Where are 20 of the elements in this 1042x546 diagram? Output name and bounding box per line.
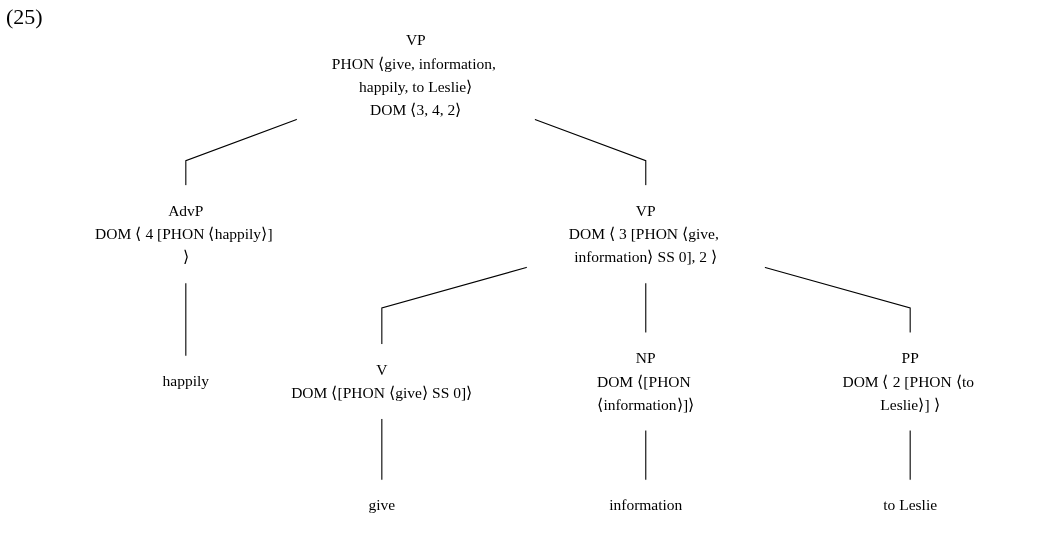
node-text: information: [609, 496, 683, 514]
connector: [381, 266, 528, 346]
node-text: PP DOM ⟨ 2 [PHON ⟨to Leslie⟩] ⟩: [842, 349, 975, 414]
connector: [645, 429, 647, 481]
node-text: AdvP DOM ⟨ 4 [PHON ⟨happily⟩] ⟩: [95, 202, 273, 266]
connector: [381, 417, 383, 481]
node-text: give: [368, 496, 396, 514]
node-text: NP DOM ⟨[PHON ⟨information⟩]⟩: [596, 349, 695, 414]
connector: [909, 429, 911, 481]
node-text: V DOM ⟨[PHON ⟨give⟩ SS 0]⟩: [291, 360, 473, 402]
node-text: to Leslie: [883, 496, 938, 514]
example-number: (25): [6, 4, 43, 30]
connector: [763, 266, 911, 334]
node-text: VP PHON ⟨give, information, happily, to Leslie⟩ DOM ⟨3, 4, 2⟩: [331, 31, 496, 119]
connector: [533, 118, 647, 187]
node-text: VP DOM ⟨ 3 [PHON ⟨give, information⟩ SS 0], 2 ⟩: [568, 202, 719, 266]
connector: [185, 282, 187, 357]
connector: [645, 282, 647, 334]
node-text: happily: [162, 372, 210, 390]
connector: [185, 118, 298, 187]
